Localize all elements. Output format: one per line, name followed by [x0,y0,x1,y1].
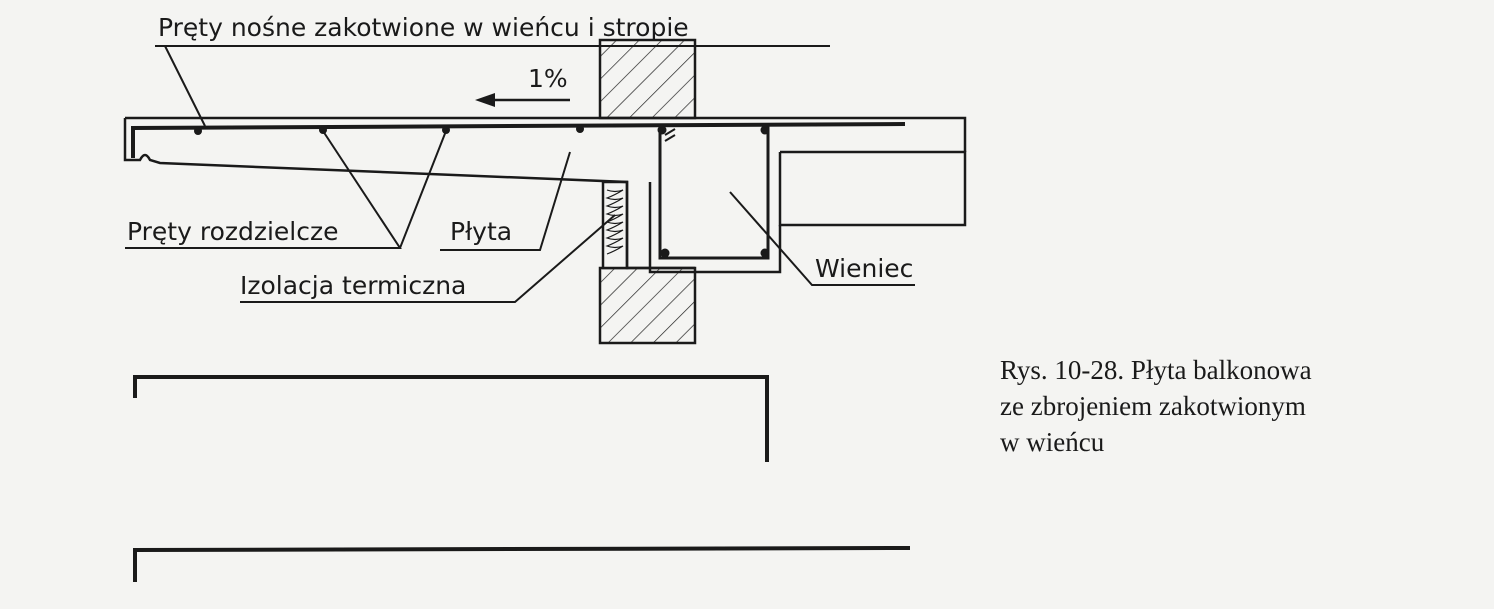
label-slab: Płyta [450,217,512,246]
label-distribution-bars: Pręty rozdzielcze [127,217,339,246]
floor-slab [778,150,967,227]
stirrup [658,124,770,260]
figure-caption: Rys. 10-28. Płyta balkonowa ze zbrojenie… [1000,352,1312,460]
caption-line-1: Rys. 10-28. Płyta balkonowa [1000,355,1312,385]
leader-lines [125,45,915,303]
label-ring-beam: Wieniec [815,254,913,283]
slab-outline [123,116,967,270]
rebar-dots [194,125,770,258]
caption-line-2: ze zbrojeniem zakotwionym [1000,391,1306,421]
label-main-bars: Pręty nośne zakotwione w wieńcu i stropi… [158,13,689,42]
wall-lower [598,266,697,345]
main-rebar [131,122,906,158]
caption-line-3: w wieńcu [1000,427,1105,457]
wall-upper [598,38,697,120]
slope-arrow-icon [475,93,570,107]
lower-bars [133,375,911,582]
label-slope: 1% [528,64,568,93]
label-insulation: Izolacja termiczna [240,271,466,300]
stirrup-hook [664,128,676,142]
